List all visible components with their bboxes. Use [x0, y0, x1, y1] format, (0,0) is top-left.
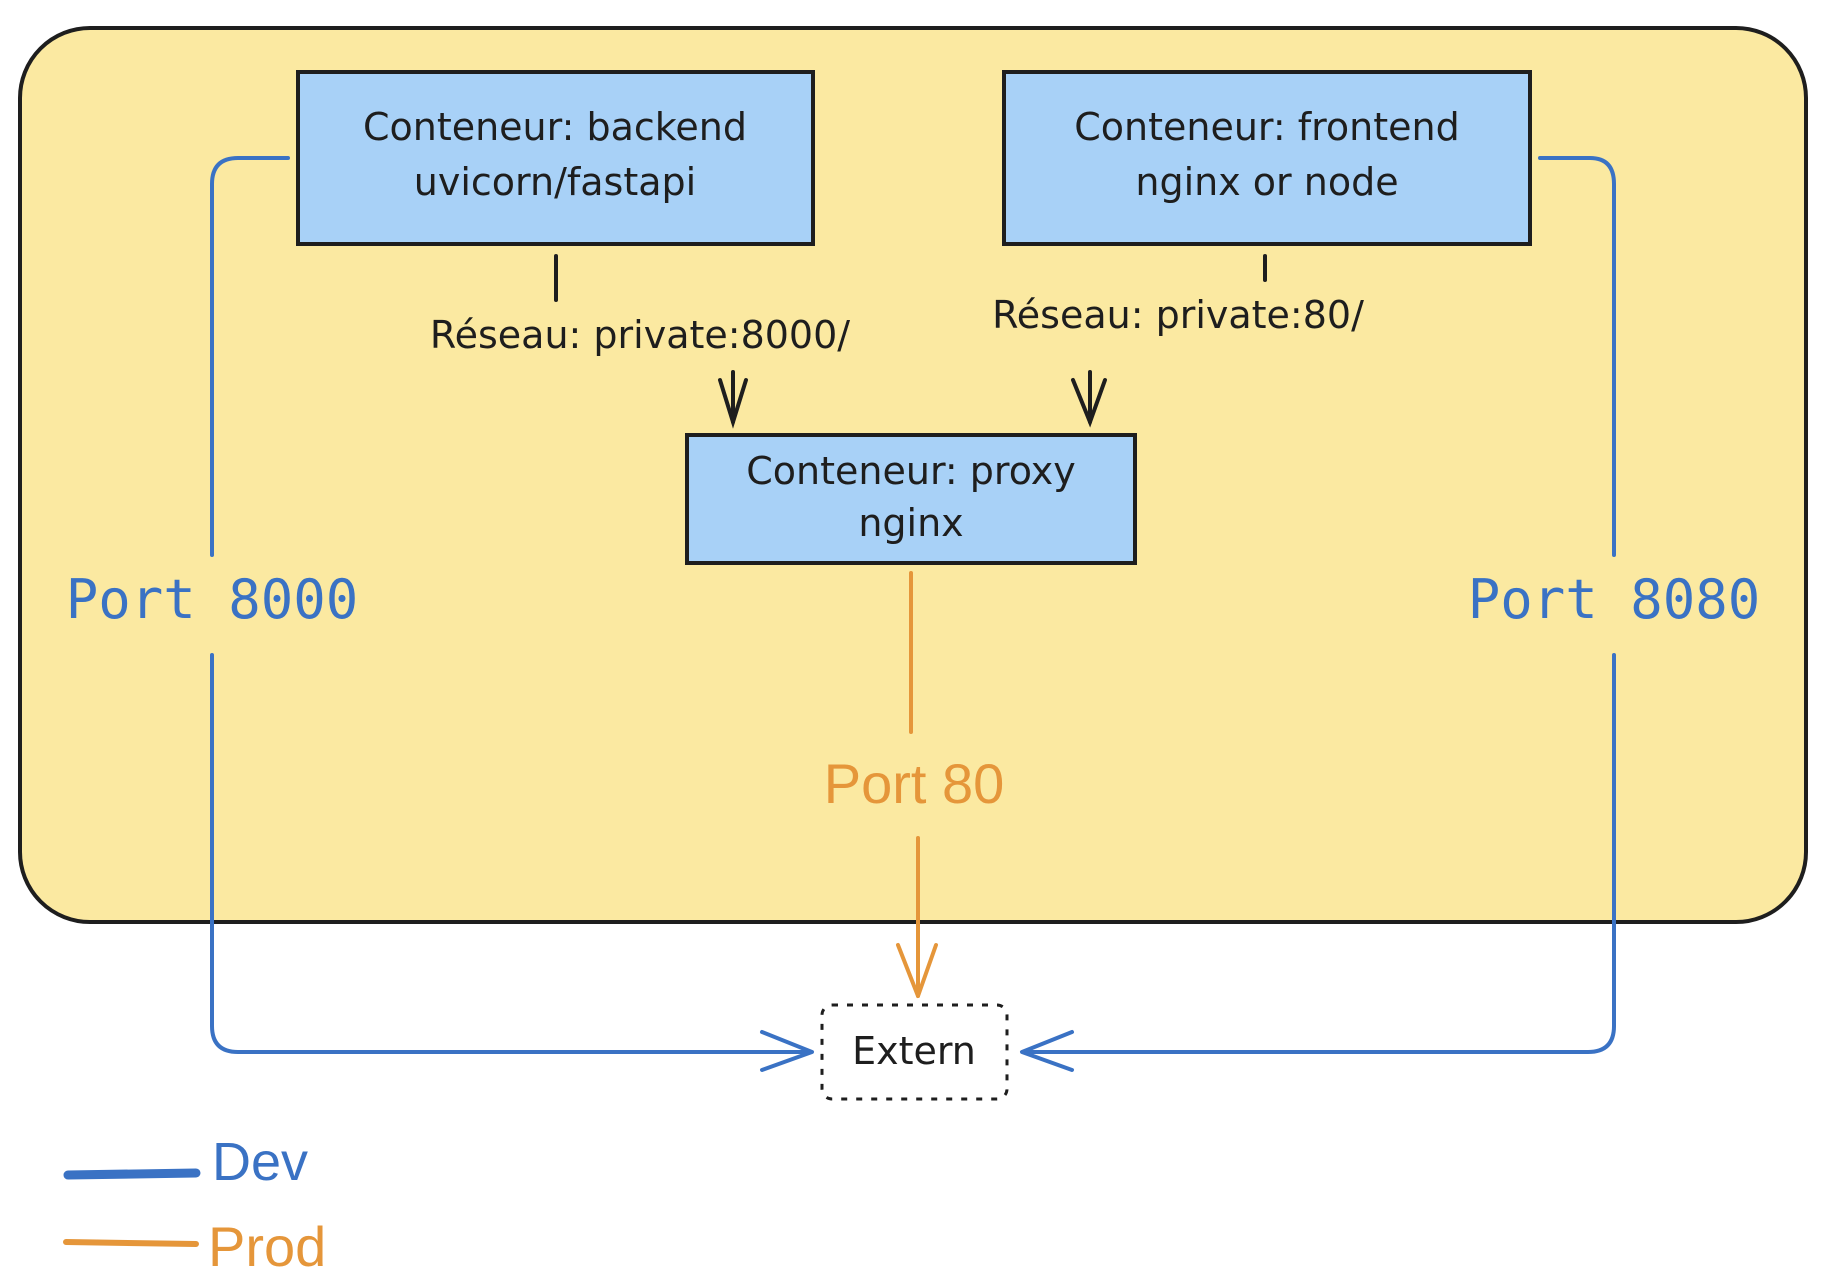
network-label-backend: Réseau: private:8000/	[430, 313, 850, 357]
dev-port-backend-label: Port 8000	[66, 568, 359, 631]
dev-connector-backend	[210, 156, 814, 1072]
legend: Dev Prod	[63, 1132, 326, 1278]
extern-label: Extern	[852, 1029, 976, 1073]
frontend-container-title: Conteneur: frontend	[1074, 105, 1460, 149]
prod-connector-proxy	[896, 571, 938, 998]
legend-prod-label: Prod	[208, 1215, 326, 1278]
frontend-container-node: Conteneur: frontend nginx or node	[1002, 70, 1532, 246]
legend-dev-swatch	[63, 1168, 201, 1180]
backend-container-node: Conteneur: backend uvicorn/fastapi	[296, 70, 815, 246]
backend-container-title: Conteneur: backend	[363, 105, 747, 149]
dev-connector-frontend	[1020, 156, 1616, 1072]
network-arrow-frontend	[1071, 254, 1267, 428]
network-arrow-backend	[554, 254, 748, 429]
frontend-container-subtitle: nginx or node	[1135, 160, 1398, 204]
dev-port-frontend-label: Port 8080	[1468, 568, 1761, 631]
legend-dev-label: Dev	[212, 1132, 308, 1192]
network-label-frontend: Réseau: private:80/	[992, 293, 1364, 337]
proxy-container-node: Conteneur: proxy nginx	[685, 433, 1137, 565]
extern-node: Extern	[820, 1003, 1009, 1101]
proxy-container-title: Conteneur: proxy	[746, 449, 1076, 493]
proxy-container-subtitle: nginx	[858, 501, 963, 545]
backend-container-subtitle: uvicorn/fastapi	[414, 160, 696, 204]
prod-port-proxy-label: Port 80	[824, 752, 1005, 815]
legend-prod-swatch	[63, 1239, 199, 1247]
